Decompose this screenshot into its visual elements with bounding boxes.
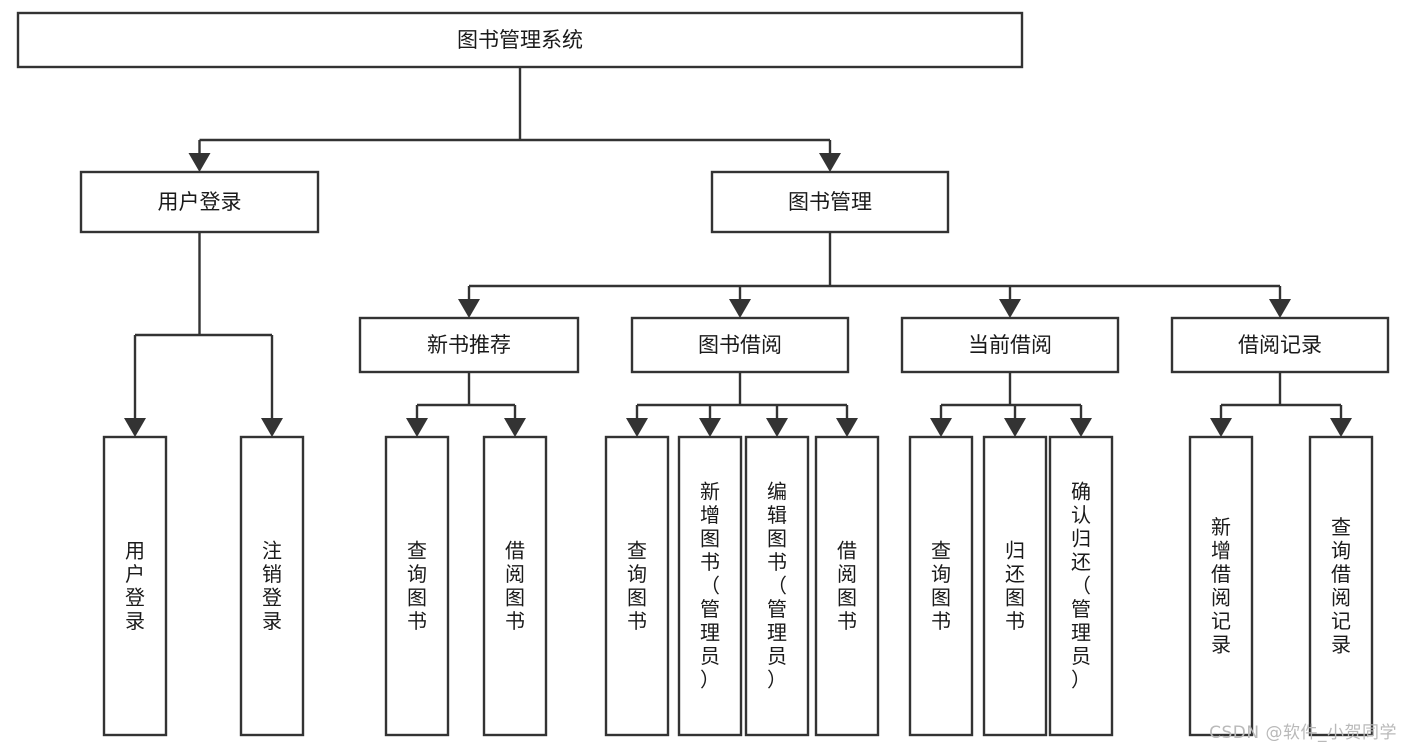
arrow-head-icon	[458, 299, 480, 318]
node-label-new-book-recommend: 新书推荐	[427, 333, 511, 357]
arrow-head-icon	[766, 418, 788, 437]
node-box-leaf-query-book-3	[908, 435, 974, 737]
node-box-leaf-confirm-return	[1048, 435, 1114, 737]
node-current-borrow[interactable]: 当前借阅	[900, 316, 1120, 374]
node-box-user-login	[79, 170, 320, 234]
node-box-leaf-add-book	[677, 435, 743, 737]
node-label-root: 图书管理系统	[457, 28, 583, 52]
node-leaf-query-book-2[interactable]: 查询图书	[604, 435, 670, 737]
csdn-watermark: CSDN @软件_小贺同学	[1209, 723, 1397, 743]
arrow-head-icon	[699, 418, 721, 437]
node-box-leaf-query-record	[1308, 435, 1374, 737]
arrow-head-icon	[124, 418, 146, 437]
node-box-leaf-return-book	[982, 435, 1048, 737]
node-box-leaf-query-book-2	[604, 435, 670, 737]
node-label-book-borrow: 图书借阅	[698, 333, 782, 357]
node-leaf-user-login[interactable]: 用户登录	[102, 435, 168, 737]
arrow-head-icon	[999, 299, 1021, 318]
arrow-head-icon	[188, 153, 211, 172]
node-leaf-query-book-3[interactable]: 查询图书	[908, 435, 974, 737]
node-label-leaf-edit-book: 编辑图书（管理员）	[767, 480, 787, 692]
connector-new-book-recommend-to-leaves	[406, 372, 526, 437]
node-leaf-logout[interactable]: 注销登录	[239, 435, 305, 737]
node-box-borrow-record	[1170, 316, 1390, 374]
node-box-leaf-borrow-book-2	[814, 435, 880, 737]
connector-book-borrow-to-leaves	[626, 372, 858, 437]
node-label-leaf-borrow-book-1: 借阅图书	[505, 538, 525, 633]
arrow-head-icon	[406, 418, 428, 437]
node-leaf-query-book-1[interactable]: 查询图书	[384, 435, 450, 737]
node-leaf-add-book[interactable]: 新增图书（管理员）	[677, 435, 743, 737]
node-box-book-borrow	[630, 316, 850, 374]
node-box-leaf-user-login	[102, 435, 168, 737]
node-label-user-login: 用户登录	[158, 190, 242, 214]
node-leaf-borrow-book-1[interactable]: 借阅图书	[482, 435, 548, 737]
connector-user-login-to-leaves	[124, 232, 283, 437]
node-box-leaf-edit-book	[744, 435, 810, 737]
node-box-leaf-borrow-book-1	[482, 435, 548, 737]
node-label-leaf-user-login: 用户登录	[125, 538, 145, 633]
node-box-current-borrow	[900, 316, 1120, 374]
arrow-head-icon	[626, 418, 648, 437]
connector-root-to-level2	[188, 67, 841, 172]
connector-borrow-record-to-leaves	[1210, 372, 1352, 437]
node-book-manage[interactable]: 图书管理	[710, 170, 950, 234]
node-leaf-confirm-return[interactable]: 确认归还（管理员）	[1048, 435, 1114, 737]
node-borrow-record[interactable]: 借阅记录	[1170, 316, 1390, 374]
node-label-leaf-query-book-2: 查询图书	[627, 538, 647, 633]
arrow-head-icon	[261, 418, 283, 437]
node-label-book-manage: 图书管理	[788, 190, 872, 214]
node-label-leaf-query-book-3: 查询图书	[931, 538, 951, 633]
arrow-head-icon	[1269, 299, 1291, 318]
node-new-book-recommend[interactable]: 新书推荐	[358, 316, 580, 374]
node-label-leaf-query-record: 查询借阅记录	[1331, 515, 1351, 657]
node-label-leaf-confirm-return: 确认归还（管理员）	[1071, 480, 1091, 692]
node-label-leaf-query-book-1: 查询图书	[407, 538, 427, 633]
node-box-book-manage	[710, 170, 950, 234]
node-book-borrow[interactable]: 图书借阅	[630, 316, 850, 374]
arrow-head-icon	[1070, 418, 1092, 437]
connector-layer	[124, 67, 1352, 437]
node-leaf-query-record[interactable]: 查询借阅记录	[1308, 435, 1374, 737]
node-label-leaf-add-record: 新增借阅记录	[1211, 515, 1231, 657]
node-leaf-edit-book[interactable]: 编辑图书（管理员）	[744, 435, 810, 737]
node-label-leaf-add-book: 新增图书（管理员）	[700, 480, 720, 692]
node-box-leaf-add-record	[1188, 435, 1254, 737]
node-leaf-return-book[interactable]: 归还图书	[982, 435, 1048, 737]
node-box-leaf-query-book-1	[384, 435, 450, 737]
node-label-leaf-return-book: 归还图书	[1005, 538, 1025, 633]
arrow-head-icon	[1210, 418, 1232, 437]
connector-book-manage-to-level3	[458, 232, 1291, 318]
node-label-borrow-record: 借阅记录	[1238, 333, 1322, 357]
arrow-head-icon	[836, 418, 858, 437]
node-label-leaf-logout: 注销登录	[262, 538, 282, 633]
node-layer: 图书管理系统用户登录图书管理新书推荐图书借阅当前借阅借阅记录用户登录注销登录查询…	[16, 11, 1390, 737]
node-box-root	[16, 11, 1024, 69]
node-label-current-borrow: 当前借阅	[968, 333, 1052, 357]
node-leaf-borrow-book-2[interactable]: 借阅图书	[814, 435, 880, 737]
arrow-head-icon	[729, 299, 751, 318]
node-label-leaf-borrow-book-2: 借阅图书	[837, 538, 857, 633]
node-box-leaf-logout	[239, 435, 305, 737]
arrow-head-icon	[504, 418, 526, 437]
arrow-head-icon	[1004, 418, 1026, 437]
node-box-new-book-recommend	[358, 316, 580, 374]
arrow-head-icon	[819, 153, 841, 172]
node-leaf-add-record[interactable]: 新增借阅记录	[1188, 435, 1254, 737]
connector-current-borrow-to-leaves	[930, 372, 1092, 437]
arrow-head-icon	[930, 418, 952, 437]
arrow-head-icon	[1330, 418, 1352, 437]
node-root[interactable]: 图书管理系统	[16, 11, 1024, 69]
node-user-login[interactable]: 用户登录	[79, 170, 320, 234]
